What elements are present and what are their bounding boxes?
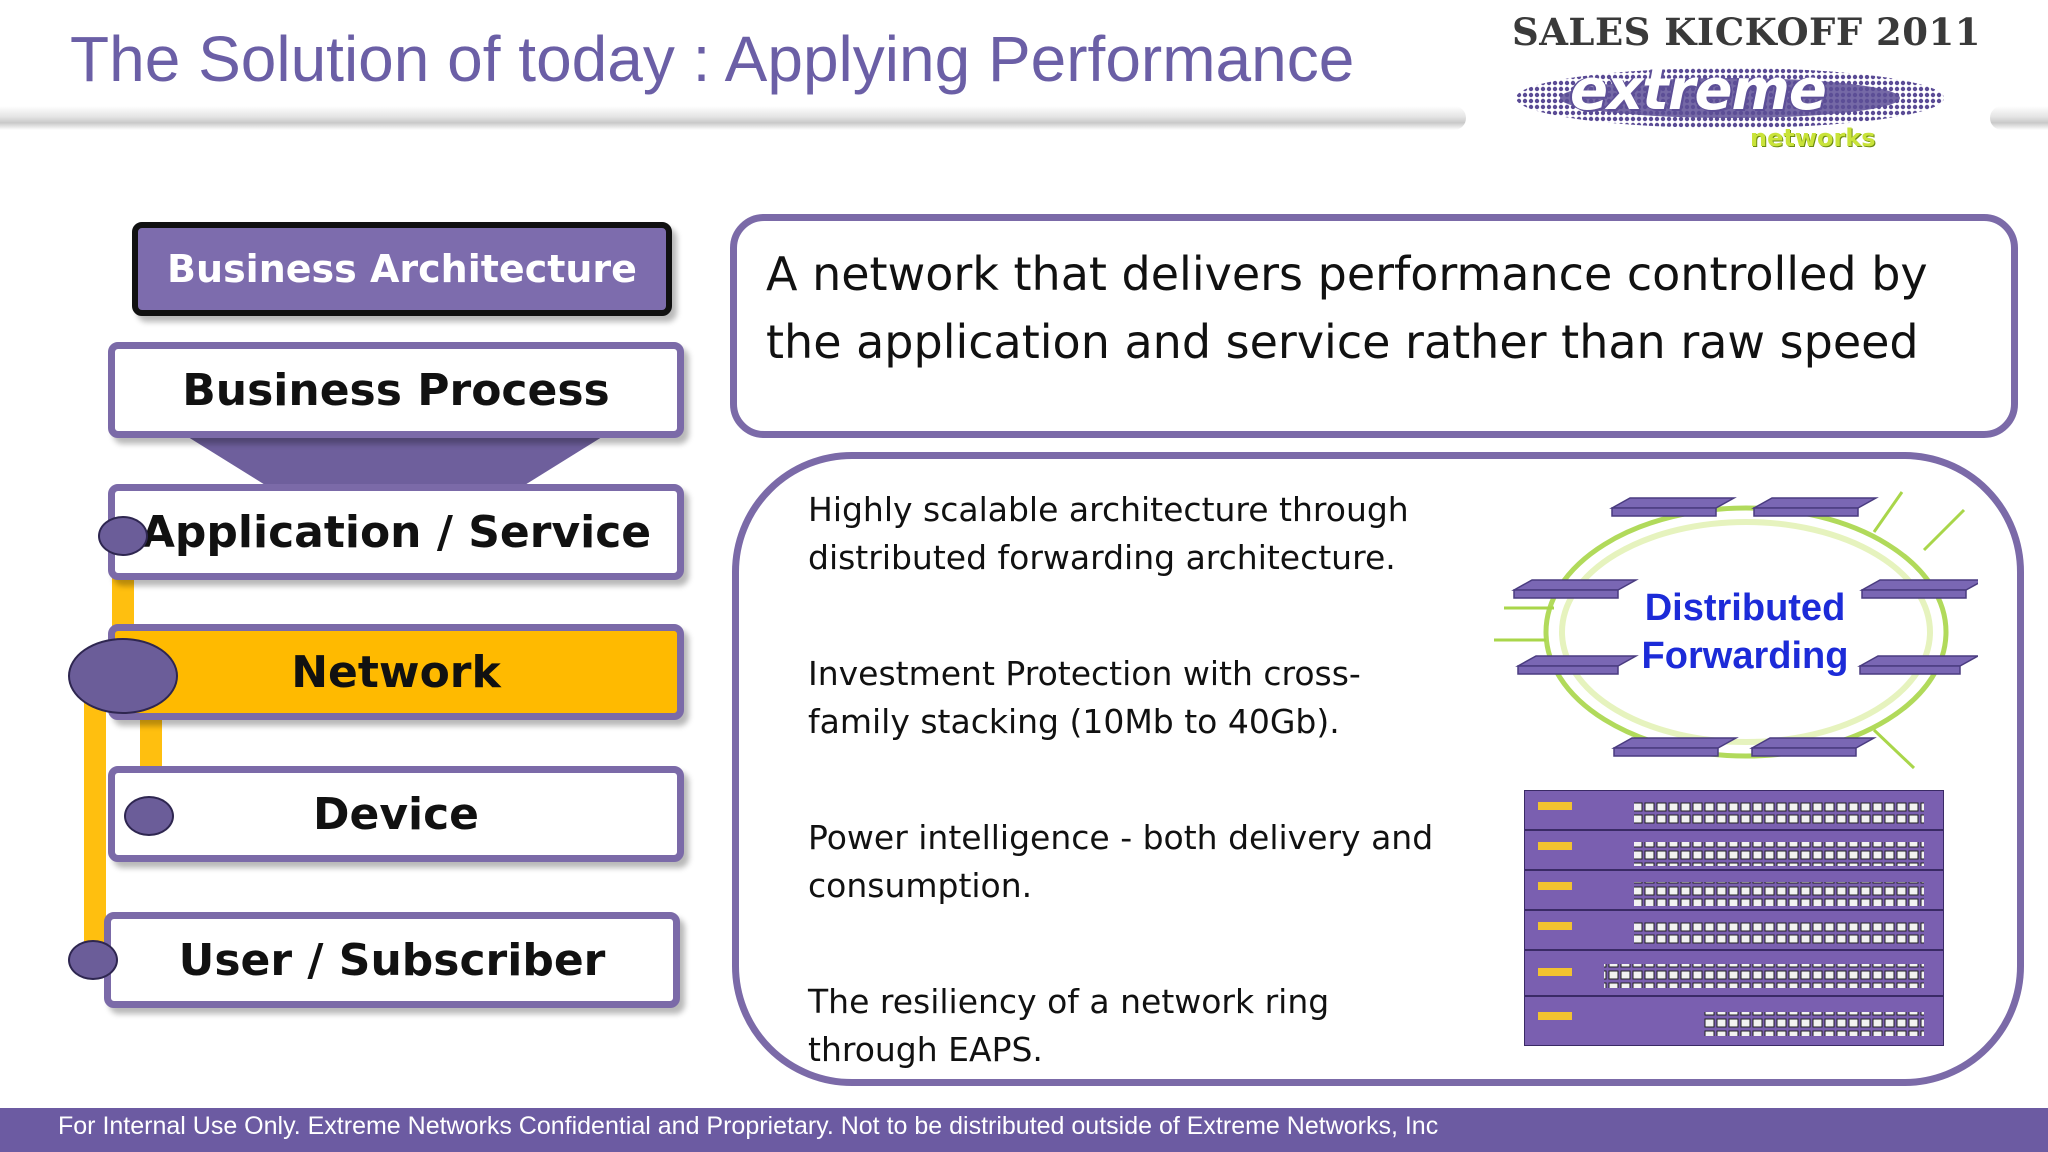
- headline-panel: [730, 214, 2018, 438]
- connector-rail-long: [84, 688, 106, 958]
- layer-label: Application / Service: [140, 506, 652, 558]
- bullet-power-intelligence: Power intelligence - both delivery and c…: [808, 818, 1434, 905]
- stacked-switches-image: [1524, 790, 1944, 1046]
- footer-bar: For Internal Use Only. Extreme Networks …: [0, 1108, 2048, 1152]
- layer-application-service: Application / Service: [108, 484, 684, 580]
- layer-label: Network: [291, 646, 501, 698]
- slide-title: The Solution of today : Applying Perform…: [70, 23, 1355, 95]
- footer-disclaimer: For Internal Use Only. Extreme Networks …: [58, 1112, 1439, 1140]
- title-underline: [0, 106, 1466, 130]
- logo-event-text: SALES KICKOFF 2011: [1512, 10, 1981, 54]
- bullet-scalability: Highly scalable architecture through dis…: [808, 490, 1409, 577]
- layer-network: Network: [108, 624, 684, 720]
- layer-label: Business Process: [182, 364, 610, 416]
- layer-business-process: Business Process: [108, 342, 684, 438]
- logo-swoosh-icon: [1516, 68, 1944, 128]
- logo-sub-text: networks: [1750, 124, 1876, 152]
- layer-label: Device: [312, 788, 480, 840]
- headline-text: A network that delivers performance cont…: [766, 247, 1928, 369]
- distributed-forwarding-ring: [1494, 491, 1978, 770]
- connector-node-device: [124, 796, 174, 836]
- connector-node-network: [68, 638, 178, 714]
- logo-brand-text: extreme: [1570, 58, 1827, 123]
- connector-node-application: [98, 516, 148, 556]
- layer-user-subscriber: User / Subscriber: [104, 912, 680, 1008]
- label-line-1: Distributed: [1644, 587, 1846, 629]
- layer-business-architecture: Business Architecture: [132, 222, 672, 316]
- ring-switch-icons: [1511, 497, 1978, 757]
- layer-label: User / Subscriber: [178, 934, 606, 986]
- distributed-forwarding-label: Distributed Forwarding: [1630, 584, 1860, 680]
- bullet-resiliency: The resiliency of a network ring through…: [808, 982, 1330, 1069]
- layer-label: Business Architecture: [167, 247, 637, 291]
- label-line-2: Forwarding: [1641, 635, 1849, 677]
- connector-node-user: [68, 940, 118, 980]
- layer-device: Device: [108, 766, 684, 862]
- bullet-investment-protection: Investment Protection with cross-family …: [808, 654, 1361, 741]
- funnel-connector: [180, 432, 610, 488]
- title-underline-right: [1990, 106, 2048, 130]
